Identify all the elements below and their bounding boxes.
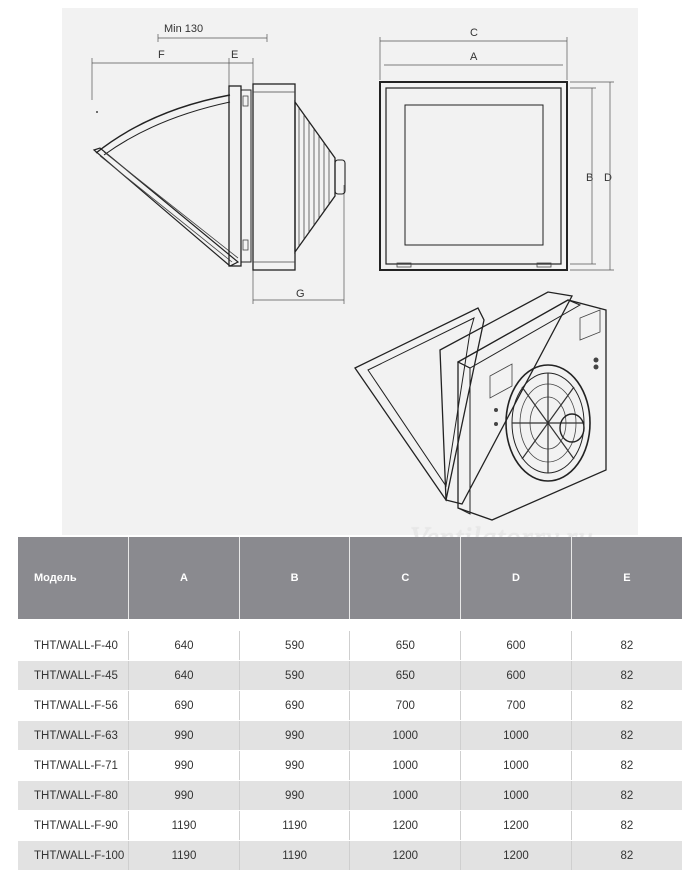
model-cell: THT/WALL-F-63: [18, 720, 130, 751]
dim-g-label: G: [296, 288, 305, 300]
col-header-e: E: [571, 537, 682, 619]
col-header-b: B: [239, 537, 351, 619]
dim-d-label: D: [604, 172, 612, 184]
value-cell: 990: [239, 780, 351, 811]
value-cell: 650: [349, 631, 462, 661]
value-cell: 990: [239, 750, 351, 781]
value-cell: 82: [571, 810, 682, 841]
dim-min-130-label: Min 130: [164, 23, 203, 35]
dim-a-label: A: [470, 51, 478, 63]
value-cell: 1000: [349, 780, 462, 811]
model-cell: THT/WALL-F-90: [18, 810, 130, 841]
value-cell: 1190: [239, 840, 351, 871]
value-cell: 990: [128, 750, 240, 781]
dim-c-label: C: [470, 27, 478, 39]
drawing-background: [62, 8, 638, 535]
front-view: C A B D: [379, 27, 614, 271]
dim-b-label: B: [586, 172, 593, 184]
value-cell: 1000: [460, 780, 572, 811]
technical-drawing: Min 130 F E G: [62, 8, 638, 535]
value-cell: 1190: [128, 810, 240, 841]
isometric-view: [354, 291, 607, 521]
value-cell: 990: [239, 720, 351, 751]
model-cell: THT/WALL-F-71: [18, 750, 130, 781]
value-cell: 1190: [128, 840, 240, 871]
value-cell: 700: [349, 690, 462, 721]
value-cell: 690: [128, 690, 240, 721]
value-cell: 640: [128, 631, 240, 661]
table-spacer: [18, 619, 682, 631]
value-cell: 82: [571, 720, 682, 751]
value-cell: 1000: [460, 720, 572, 751]
value-cell: 1200: [349, 810, 462, 841]
value-cell: 1000: [349, 720, 462, 751]
value-cell: 1200: [349, 840, 462, 871]
value-cell: 1200: [460, 810, 572, 841]
value-cell: 590: [239, 660, 351, 691]
value-cell: 82: [571, 780, 682, 811]
dim-f-label: F: [158, 49, 165, 61]
model-cell: THT/WALL-F-40: [18, 631, 130, 661]
value-cell: 82: [571, 631, 682, 661]
model-cell: THT/WALL-F-80: [18, 780, 130, 811]
value-cell: 1200: [460, 840, 572, 871]
value-cell: 82: [571, 840, 682, 871]
col-header-model: Модель: [18, 537, 130, 619]
value-cell: 690: [239, 690, 351, 721]
value-cell: 650: [349, 660, 462, 691]
dim-e-label: E: [231, 49, 238, 61]
model-cell: THT/WALL-F-45: [18, 660, 130, 691]
value-cell: 640: [128, 660, 240, 691]
value-cell: 1000: [349, 750, 462, 781]
value-cell: 82: [571, 750, 682, 781]
col-header-c: C: [349, 537, 462, 619]
value-cell: 82: [571, 660, 682, 691]
value-cell: 1000: [460, 750, 572, 781]
table-header-row: Модель A B C D E: [18, 537, 682, 619]
value-cell: 990: [128, 720, 240, 751]
value-cell: 82: [571, 690, 682, 721]
side-view: Min 130 F E G: [91, 23, 346, 304]
col-header-d: D: [460, 537, 572, 619]
value-cell: 700: [460, 690, 572, 721]
model-cell: THT/WALL-F-56: [18, 690, 130, 721]
model-cell: THT/WALL-F-100: [18, 840, 130, 871]
value-cell: 990: [128, 780, 240, 811]
value-cell: 1190: [239, 810, 351, 841]
value-cell: 600: [460, 631, 572, 661]
col-header-a: A: [128, 537, 240, 619]
value-cell: 590: [239, 631, 351, 661]
value-cell: 600: [460, 660, 572, 691]
